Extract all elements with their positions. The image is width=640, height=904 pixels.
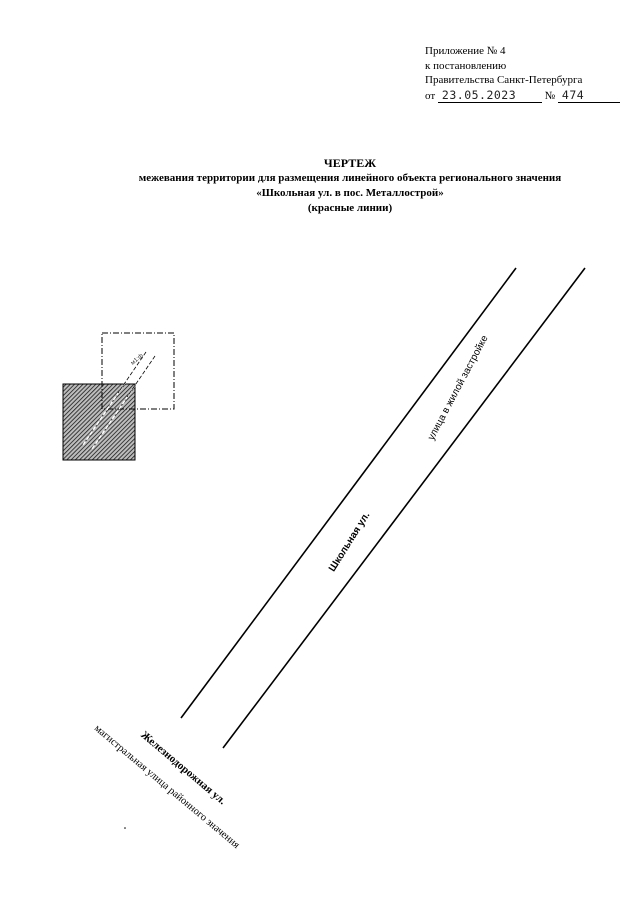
red-line-west [180, 267, 517, 719]
location-inset [62, 332, 175, 461]
inset-frame [101, 332, 175, 410]
appendix-date-line: от 23.05.2023 № 474 [425, 88, 620, 103]
inset-road-east-outer [126, 355, 156, 398]
decree-number: 474 [557, 88, 620, 103]
title-purpose: межевания территории для размещения лине… [138, 172, 562, 184]
appendix-header: Приложение № 4 к постановлению Правитель… [425, 44, 620, 103]
title-subtitle: (красные линии) [307, 202, 393, 214]
number-prefix: № [544, 89, 556, 102]
decree-date: 23.05.2023 [437, 88, 542, 103]
drawing-title: ЧЕРТЕЖ межевания территории для размещен… [0, 156, 640, 216]
inset-road-west-outer [117, 351, 147, 394]
appendix-number: Приложение № 4 [425, 45, 506, 57]
date-prefix: от [425, 89, 436, 102]
appendix-government: Правительства Санкт-Петербурга [425, 74, 583, 86]
title-heading: ЧЕРТЕЖ [323, 156, 377, 170]
appendix-decree: к постановлению [425, 59, 507, 72]
red-line-east [222, 267, 586, 749]
scan-dot [124, 827, 126, 829]
title-object: «Школьная ул. в пос. Металлострой» [256, 187, 444, 199]
